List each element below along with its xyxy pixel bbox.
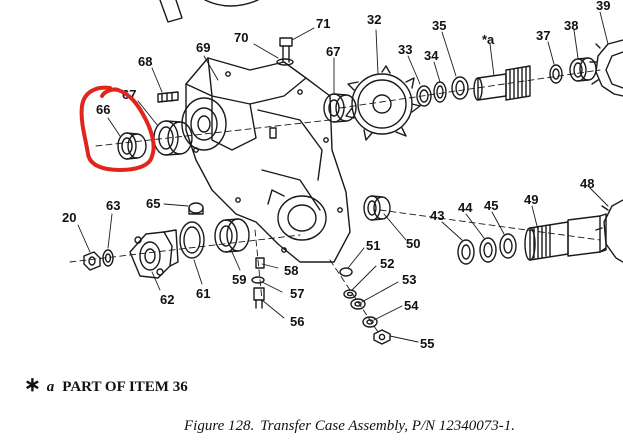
part-57-washer: [251, 276, 265, 284]
highlight-circle: [79, 85, 156, 172]
callout-49: 49: [524, 192, 538, 207]
parts-note: ∗ a PART OF ITEM 36: [24, 372, 188, 397]
part-55-nut: [373, 329, 391, 345]
callout-70: 70: [234, 30, 248, 45]
callout-67-right: 67: [326, 44, 340, 59]
callout-69: 69: [196, 40, 210, 55]
part-65-plug: [188, 202, 204, 215]
callout-39: 39: [596, 0, 610, 13]
part-68-plug: [157, 91, 179, 103]
callout-a: *a: [482, 32, 495, 47]
figure-number: Figure 128.: [184, 418, 255, 434]
part-54-washer: [362, 316, 378, 328]
callout-61: 61: [196, 286, 210, 301]
part-53-washer: [350, 298, 366, 310]
note-letter: a: [46, 379, 55, 395]
part-49-output-shaft: [524, 213, 607, 261]
callout-33: 33: [398, 42, 412, 57]
part-66-seal: [117, 132, 147, 160]
callout-59: 59: [232, 272, 246, 287]
top-partial-part-2: [204, 0, 259, 7]
callout-34: 34: [424, 48, 439, 63]
callout-43: 43: [430, 208, 444, 223]
part-39-gear: [589, 39, 623, 97]
part-71-bolt: [276, 37, 294, 66]
callout-50: 50: [406, 236, 420, 251]
part-35-ring: [451, 76, 469, 100]
part-50-seal: [363, 195, 391, 221]
callout-37: 37: [536, 28, 550, 43]
callout-66: 66: [96, 102, 110, 117]
callout-labels: 20 63 65 62 61 59 58 57 56 66 67 68 69 7…: [62, 0, 610, 351]
part-33-ring: [416, 85, 432, 107]
callout-65: 65: [146, 196, 160, 211]
callout-52: 52: [380, 256, 394, 271]
callout-44: 44: [458, 200, 473, 215]
part-34-ring: [433, 81, 447, 103]
part-a-shaft: [473, 65, 531, 101]
part-52-washer: [343, 289, 357, 299]
callout-56: 56: [290, 314, 304, 329]
part-62-yoke: [129, 229, 179, 279]
callout-54: 54: [404, 298, 419, 313]
transfer-case-housing: [181, 57, 351, 263]
callout-58: 58: [284, 263, 298, 278]
part-32-sprocket: [345, 65, 421, 141]
part-44-ring: [479, 237, 497, 263]
callout-20: 20: [62, 210, 76, 225]
callout-51: 51: [366, 238, 380, 253]
callout-71: 71: [316, 16, 330, 31]
callout-38: 38: [564, 18, 578, 33]
top-partial-part: [159, 0, 183, 23]
figure-title: Transfer Case Assembly, P/N 12340073-1.: [260, 418, 516, 434]
part-45-ring: [499, 233, 517, 259]
part-58-stud: [255, 257, 265, 269]
callout-53: 53: [402, 272, 416, 287]
callout-55: 55: [420, 336, 434, 351]
callout-32: 32: [367, 12, 381, 27]
callout-62: 62: [160, 292, 174, 307]
note-text: PART OF ITEM 36: [62, 379, 188, 395]
part-56-bolt: [253, 287, 265, 309]
callout-68: 68: [138, 54, 152, 69]
part-37-washer: [549, 64, 563, 84]
callout-45: 45: [484, 198, 498, 213]
part-20-nut: [83, 251, 101, 271]
callout-48: 48: [580, 176, 594, 191]
part-43-ring: [457, 239, 475, 265]
part-61-seal: [179, 221, 205, 259]
leader-lines: [77, 11, 609, 343]
part-63-washer: [102, 249, 114, 267]
asterisk-icon: ∗: [24, 374, 41, 396]
part-59-bearing: [214, 218, 250, 253]
part-51-washer: [339, 267, 353, 277]
callout-57: 57: [290, 286, 304, 301]
figure-caption: Figure 128. Transfer Case Assembly, P/N 1…: [184, 418, 515, 435]
centerlines: [69, 69, 601, 336]
callout-35: 35: [432, 18, 446, 33]
part-67-seal-left: [153, 120, 193, 156]
callout-63: 63: [106, 198, 120, 213]
